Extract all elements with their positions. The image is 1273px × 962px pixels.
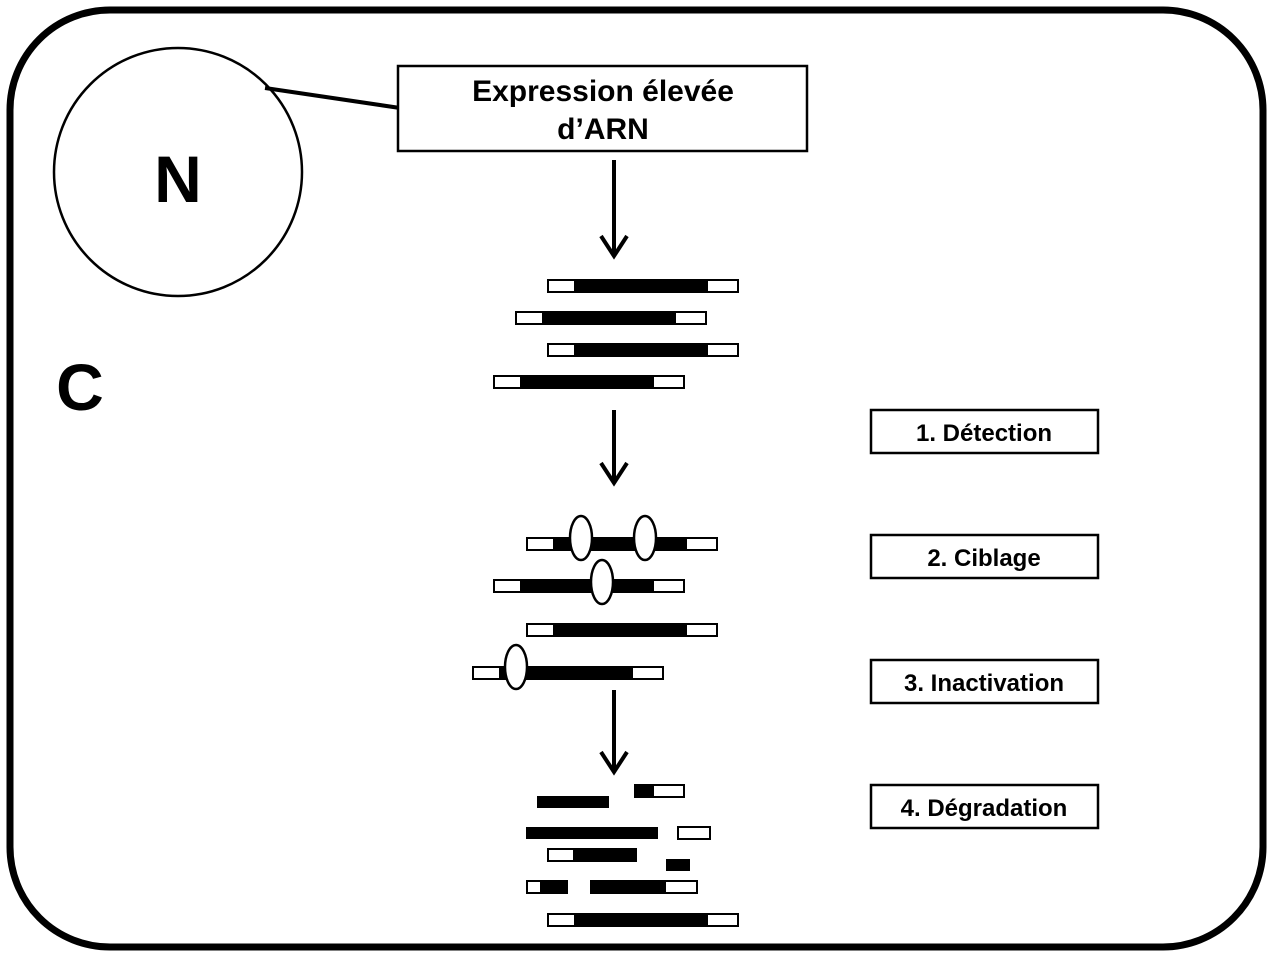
arrow-3	[599, 690, 629, 776]
step-degradation-label: 4. Dégradation	[901, 795, 1068, 822]
rna-strand	[547, 913, 739, 927]
connector-line	[264, 86, 401, 110]
silencing-complex	[632, 514, 658, 562]
rna-strand	[493, 375, 685, 389]
rna-fragment	[537, 796, 609, 808]
nucleus	[52, 46, 304, 298]
step-inactivation: 3. Inactivation	[869, 658, 1100, 705]
rna-strand	[547, 279, 739, 293]
step-detection: 1. Détection	[869, 408, 1100, 455]
rna-fragment	[526, 880, 568, 894]
step-targeting-label: 2. Ciblage	[927, 545, 1040, 572]
rna-expression-line2: d’ARN	[557, 113, 649, 146]
silencing-complex	[568, 514, 594, 562]
rna-fragment	[590, 880, 698, 894]
arrow-1	[599, 160, 629, 260]
rna-strand	[526, 623, 718, 637]
step-detection-label: 1. Détection	[916, 420, 1052, 447]
silencing-complex	[503, 643, 529, 691]
rna-fragment	[666, 859, 690, 871]
arrow-2	[599, 410, 629, 487]
rna-expression-line1: Expression élevée	[472, 75, 734, 108]
rna-group-targeted	[472, 514, 718, 691]
nucleus-label: N	[154, 142, 202, 216]
rna-strand	[547, 343, 739, 357]
rna-fragment	[634, 784, 685, 798]
step-inactivation-label: 3. Inactivation	[904, 670, 1064, 697]
silencing-complex	[589, 558, 615, 606]
cytoplasm-label: C	[56, 350, 104, 424]
cell-membrane	[6, 6, 1267, 951]
rna-strand	[493, 558, 685, 606]
rna-strand	[526, 514, 718, 562]
rna-group-expressed	[493, 279, 739, 389]
rna-fragment	[526, 827, 658, 839]
step-degradation: 4. Dégradation	[869, 783, 1100, 830]
rna-group-degraded	[526, 784, 739, 927]
rna-strand	[472, 643, 664, 691]
rna-fragment	[677, 826, 711, 840]
rna-expression-box	[396, 64, 809, 153]
rna-strand	[515, 311, 707, 325]
step-targeting: 2. Ciblage	[869, 533, 1100, 580]
rna-fragment	[547, 848, 637, 862]
